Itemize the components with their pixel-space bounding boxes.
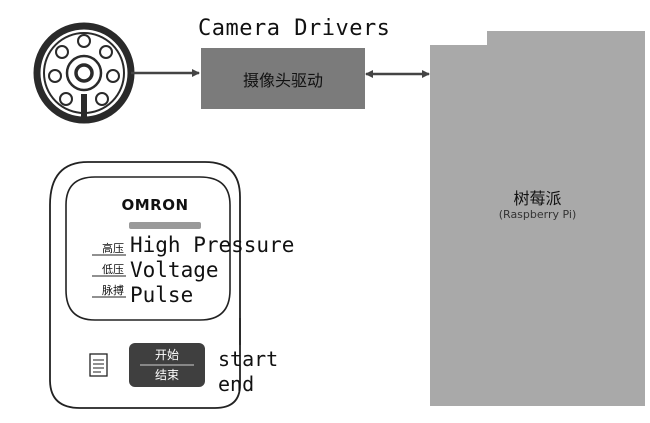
reading-cn-pulse: 脉搏 <box>94 282 124 298</box>
camera-drivers-box-label: 摄像头驱动 <box>243 67 323 91</box>
document-icon <box>90 354 107 376</box>
reading-en-pulse: Pulse <box>130 283 193 307</box>
camera-icon <box>37 26 131 120</box>
monitor-brand: OMRON <box>105 196 205 214</box>
reading-cn-high: 高压 <box>94 240 124 256</box>
end-label: end <box>218 372 254 396</box>
button-label-end-cn[interactable]: 结束 <box>129 366 205 383</box>
reading-en-high: High Pressure <box>130 233 294 257</box>
camera-drivers-box: 摄像头驱动 <box>201 48 365 109</box>
screen-bar <box>129 222 201 229</box>
start-label: start <box>218 347 278 371</box>
button-label-start-cn[interactable]: 开始 <box>129 346 205 363</box>
raspberry-pi-sublabel: (Raspberry Pi) <box>430 208 645 221</box>
camera-drivers-title: Camera Drivers <box>198 16 390 41</box>
reading-cn-low: 低压 <box>94 261 124 277</box>
raspberry-pi-label: 树莓派 <box>430 185 645 209</box>
reading-en-low: Voltage <box>130 258 219 282</box>
